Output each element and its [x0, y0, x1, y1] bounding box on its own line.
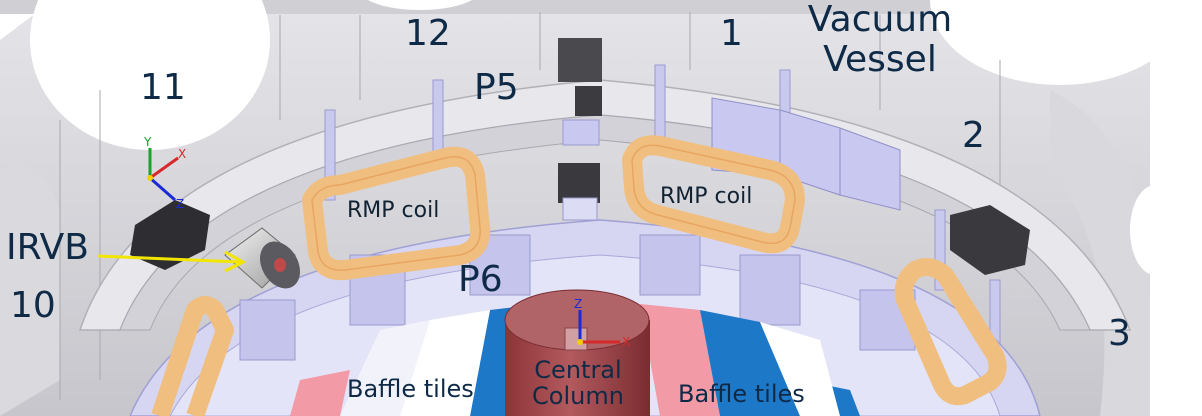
vacuum-vessel-label: Vacuum Vessel	[800, 0, 960, 81]
baffle-tiles-left-label: Baffle tiles	[347, 375, 474, 403]
axis-label-x-center: X	[622, 335, 630, 349]
p5-port-assembly	[558, 38, 602, 221]
central-column-line-1: Central	[534, 356, 622, 384]
sector-label-10: 10	[10, 285, 56, 326]
port-label-p5: P5	[474, 67, 519, 108]
rmp-coil-left-label: RMP coil	[347, 198, 440, 223]
axis-label-y-left: Y	[143, 135, 152, 149]
central-column-label: Central Column	[528, 357, 628, 410]
axis-triad-left	[147, 148, 179, 202]
vacuum-vessel-line-2: Vessel	[823, 39, 937, 81]
baffle-tiles-right-label: Baffle tiles	[678, 380, 805, 408]
axis-label-z-left: Z	[176, 197, 184, 211]
irvb-arrow	[97, 250, 247, 273]
central-column	[504, 289, 650, 416]
axis-label-z-center: Z	[574, 297, 582, 311]
sector-label-2: 2	[962, 115, 985, 156]
irvb-canister	[224, 227, 300, 289]
irvb-label: IRVB	[6, 227, 89, 268]
axis-triad-center	[577, 310, 620, 345]
sector-label-1: 1	[720, 13, 743, 54]
rmp-coil-right	[622, 135, 805, 254]
sector-label-3: 3	[1108, 313, 1131, 354]
rmp-coil-lower-right	[894, 257, 1007, 406]
rmp-coil-lower-left	[151, 296, 234, 416]
axis-label-x-left: X	[178, 147, 186, 161]
port-label-p6: P6	[458, 259, 503, 300]
central-column-line-2: Column	[532, 382, 624, 411]
sector-label-12: 12	[405, 13, 451, 54]
support-brackets	[324, 64, 1001, 361]
vacuum-vessel-line-1: Vacuum	[807, 0, 953, 40]
rmp-coil-right-label: RMP coil	[660, 184, 753, 209]
sector-label-11: 11	[140, 67, 186, 108]
rmp-coil-left	[302, 146, 491, 281]
diagnostic-boxes	[130, 200, 1030, 275]
